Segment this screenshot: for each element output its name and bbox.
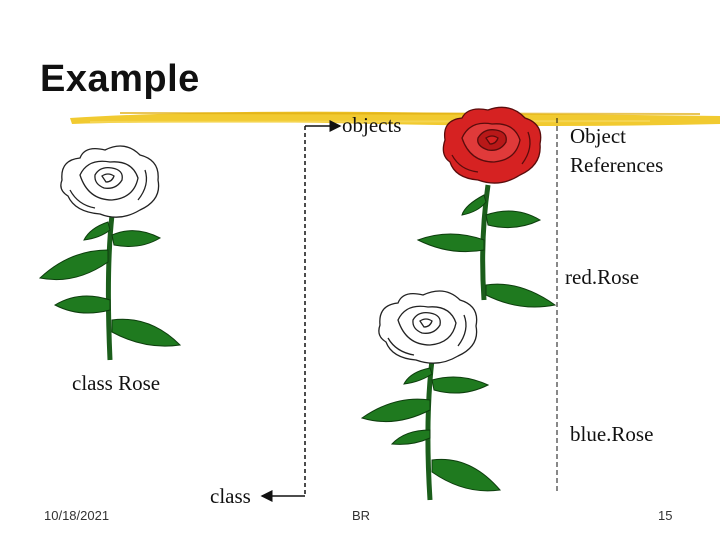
class-label: class bbox=[210, 484, 251, 508]
objects-label: objects bbox=[342, 113, 402, 137]
object-references-label-line2: References bbox=[570, 153, 664, 177]
blue-rose-label: blue.Rose bbox=[570, 422, 654, 446]
footer-date: 10/18/2021 bbox=[44, 508, 110, 523]
footer-page-number: 15 bbox=[658, 508, 673, 523]
object-references-label-line1: Object bbox=[570, 124, 626, 148]
red-rose-label: red.Rose bbox=[565, 265, 640, 289]
class-rose-label: class Rose bbox=[72, 371, 161, 395]
slide-title: Example bbox=[40, 58, 200, 100]
footer-author: BR bbox=[352, 508, 371, 523]
